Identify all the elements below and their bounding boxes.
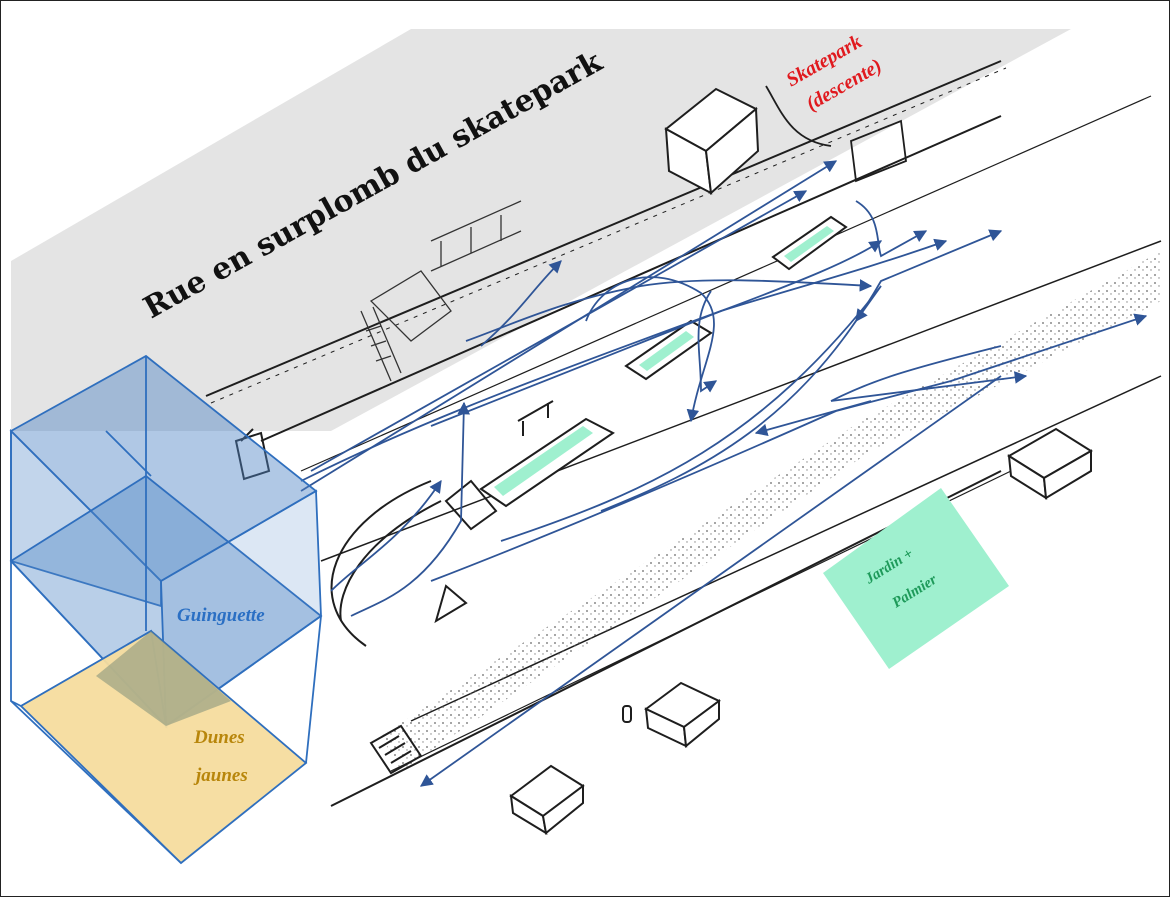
dunes-label-line1: Dunes (193, 727, 245, 748)
concrete-block-bottom-left (509, 764, 585, 835)
stairs-bottom (369, 724, 423, 775)
planter-long (479, 417, 615, 508)
dunes-label-line2: jaunes (193, 765, 248, 786)
left-curves (330, 480, 442, 647)
dunes-volume (10, 558, 322, 865)
planter-upper (771, 215, 848, 271)
street-band (11, 29, 1071, 431)
skatepark-ramp (765, 85, 907, 183)
concrete-block-bottom-mid (644, 681, 721, 748)
promenade-strip (381, 251, 1161, 771)
concrete-block-top (664, 87, 760, 196)
concrete-block-right (1007, 427, 1093, 500)
guinguette-label: Guinguette (177, 605, 265, 626)
guinguette-volume (9, 354, 323, 728)
flow-paths (300, 160, 1148, 787)
jardin-zone (823, 488, 1009, 669)
ramp-railings (360, 200, 522, 382)
bench-icon (517, 400, 554, 436)
planter-mid (624, 319, 713, 381)
